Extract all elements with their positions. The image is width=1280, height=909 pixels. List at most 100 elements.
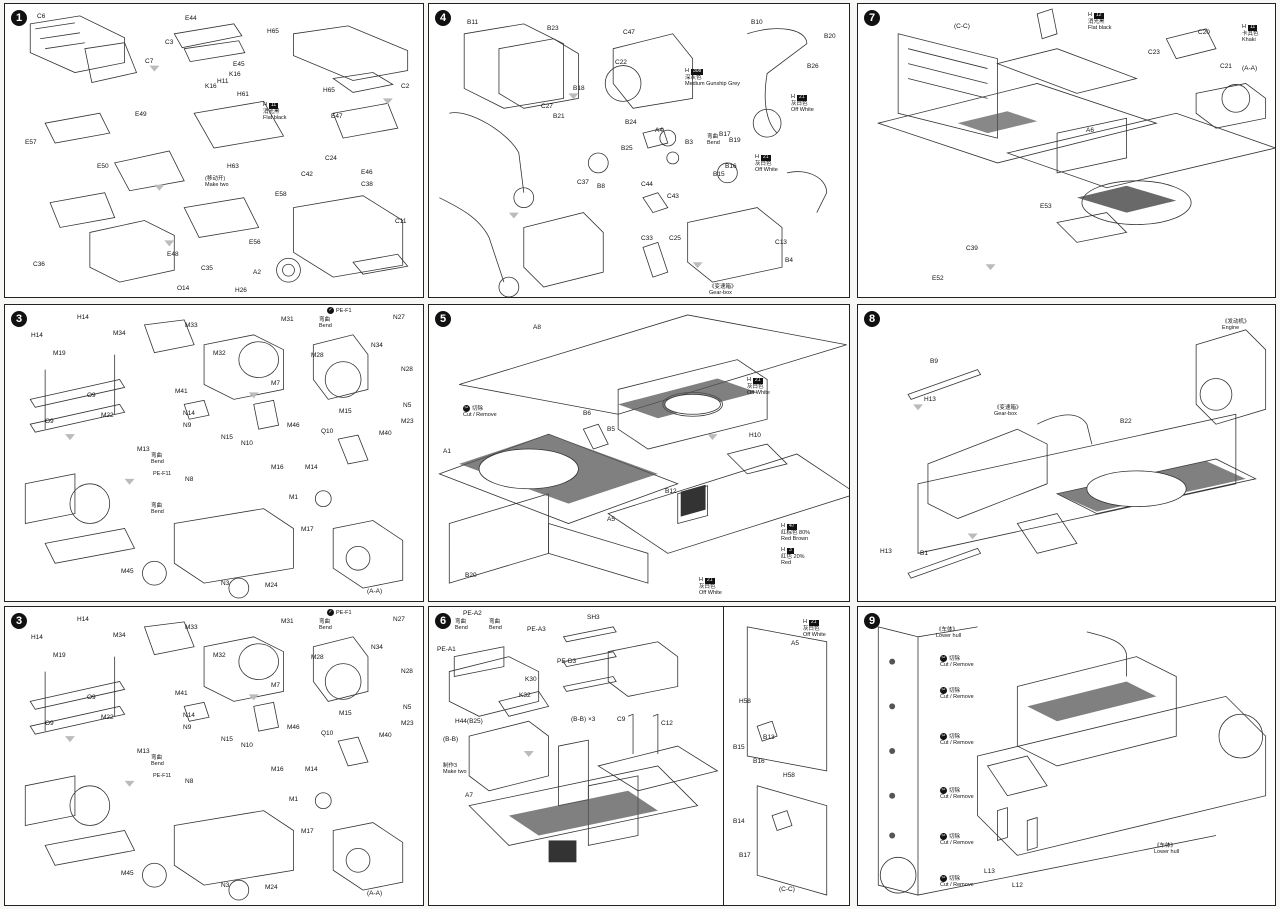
part-label: N5 [403, 704, 412, 711]
part-label: N9 [183, 724, 192, 731]
part-label: B9 [930, 358, 938, 365]
cut-icon: ✂ [940, 875, 947, 882]
part-label: M45 [121, 870, 134, 877]
part-label: C9 [617, 716, 626, 723]
step-8-panel: 8 B9 H13 B22 H13 B1 《发动机》 Engine 《变速箱》 G… [857, 304, 1276, 602]
part-label: C33 [641, 235, 653, 242]
part-label: B16 [725, 163, 737, 170]
cut-remove-note: ✂切除 Cut / Remove [940, 655, 974, 669]
part-label: N10 [241, 742, 253, 749]
part-label: C38 [361, 181, 373, 188]
cut-icon: ✂ [463, 405, 470, 412]
cut-remove-note: ✂切除 Cut / Remove [940, 733, 974, 747]
part-label: B23 [547, 25, 559, 32]
part-label: M32 [213, 652, 226, 659]
pe-part-label: PE-F11 [153, 773, 172, 779]
step-number-badge: 3 [11, 613, 27, 629]
part-label: M46 [287, 422, 300, 429]
part-label: H61 [237, 91, 249, 98]
cut-remove-note: ✂切除 Cut / Remove [940, 687, 974, 701]
part-label: M23 [401, 418, 414, 425]
part-label: M22 [101, 412, 114, 419]
step-9-panel: 9 L13 L12 《车体》 Lower hull ✂切除 Cut / Remo… [857, 606, 1276, 906]
part-label: E49 [135, 111, 147, 118]
part-label: B4 [785, 257, 793, 264]
part-label: Q10 [321, 730, 334, 737]
part-label: M16 [271, 464, 284, 471]
part-label: H10 [749, 432, 761, 439]
step-4-panel: 4 B11 B23 C47 [428, 3, 850, 298]
part-label: N3 [221, 580, 230, 587]
part-label: M24 [265, 582, 278, 589]
part-label: M1 [289, 796, 299, 803]
part-label: M17 [301, 526, 314, 533]
lower-hull-drawing [877, 626, 1267, 896]
part-label: N34 [371, 644, 383, 651]
part-label: N8 [185, 476, 194, 483]
part-label: N14 [183, 712, 195, 719]
part-label: B25 [621, 145, 633, 152]
gearbox-assembly-drawing [439, 23, 828, 297]
part-label: C35 [201, 265, 213, 272]
part-label: M41 [175, 690, 188, 697]
step-number-badge: 1 [11, 10, 27, 26]
part-label: Q10 [321, 428, 334, 435]
step-3-panel-repeat: 3 [4, 606, 424, 906]
part-label: PE-A1 [437, 646, 456, 653]
sub-panel-divider [723, 607, 724, 905]
part-label: (B-B) [443, 736, 459, 743]
part-label: B21 [553, 113, 565, 120]
part-label: H26 [235, 287, 247, 294]
part-label: E57 [25, 139, 37, 146]
pe-part-label: PE-F11 [153, 471, 172, 477]
part-label: H11 [217, 78, 229, 85]
hull-floor-drawing [438, 314, 849, 584]
part-label: M45 [121, 568, 134, 575]
part-label: M7 [271, 682, 281, 689]
cut-icon: ✂ [940, 687, 947, 694]
cut-remove-note: ✂切除 Cut / Remove [940, 875, 974, 889]
part-label: (C-C) [954, 23, 970, 30]
part-label: M13 [137, 748, 150, 755]
step-5-panel: 5 A8 B6 B5 A1 H10 B1 [428, 304, 850, 602]
part-label: C3 [165, 39, 174, 46]
part-label: L12 [1012, 882, 1023, 889]
part-label: H63 [227, 163, 239, 170]
part-label: C7 [145, 58, 154, 65]
part-label: M24 [265, 884, 278, 891]
part-label: B20 [465, 572, 477, 579]
part-label: B3 [685, 139, 693, 146]
part-label: E58 [275, 191, 287, 198]
part-label: E44 [185, 15, 197, 22]
cut-icon: ✂ [940, 787, 947, 794]
part-label: C2 [401, 83, 410, 90]
part-label: B18 [573, 85, 585, 92]
part-label: N28 [401, 668, 413, 675]
part-label: B26 [807, 63, 819, 70]
suspension-assembly-drawing [24, 621, 404, 901]
part-label: N3 [221, 882, 230, 889]
part-label: N15 [221, 434, 233, 441]
part-label: B14 [733, 818, 745, 825]
bend-note: 弯曲 Bend [151, 453, 164, 466]
part-label: H58 [739, 698, 751, 705]
part-label: M40 [379, 430, 392, 437]
part-label: O14 [177, 285, 190, 292]
engine-install-drawing [907, 329, 1267, 579]
part-label: M14 [305, 464, 318, 471]
part-label: M16 [271, 766, 284, 773]
hull-interior-drawing [876, 8, 1275, 271]
pe-part-label: ✓PE-F1 [327, 307, 352, 314]
part-label: C12 [661, 720, 673, 727]
part-label: N34 [371, 342, 383, 349]
bend-note: 弯曲 Bend [151, 503, 164, 516]
part-label: M23 [401, 720, 414, 727]
part-label: B1 [920, 550, 928, 557]
part-label: M19 [53, 350, 66, 357]
step-6-panel: 6 [428, 606, 850, 906]
